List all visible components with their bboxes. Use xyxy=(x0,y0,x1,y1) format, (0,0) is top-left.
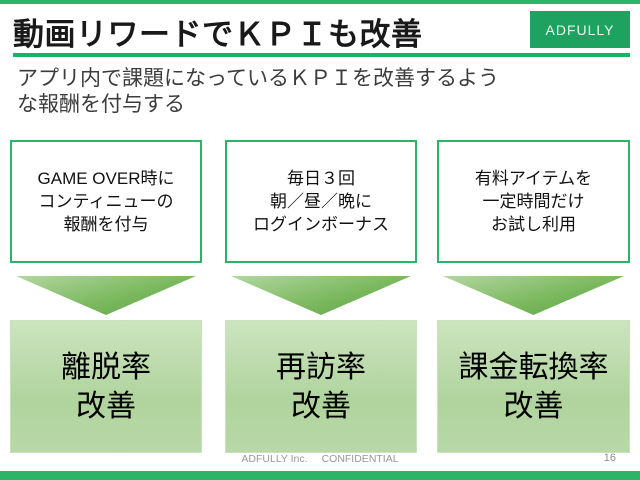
adfully-logo-text: ADFULLY xyxy=(545,21,615,38)
down-arrow-icon xyxy=(443,276,624,315)
result-line: 改善 xyxy=(291,389,351,423)
footer-confidential: CONFIDENTIAL xyxy=(321,453,399,465)
result-line: 改善 xyxy=(76,389,136,423)
down-arrow-icon xyxy=(231,276,411,315)
footer-company: ADFULLY Inc. xyxy=(241,453,308,465)
result-box-churn: 離脱率 改善 xyxy=(10,320,202,453)
tactic-line: コンティニューの xyxy=(38,192,174,211)
tactic-line: ログインボーナス xyxy=(253,215,389,234)
result-line: 課金転換率 xyxy=(458,350,609,384)
tactic-line: 有料アイテムを xyxy=(474,169,593,188)
result-box-revisit: 再訪率 改善 xyxy=(225,320,417,453)
down-arrow-icon xyxy=(16,276,196,315)
top-accent-bar xyxy=(0,0,640,4)
page-number: 16 xyxy=(603,452,616,464)
lead-line-2: な報酬を付与する xyxy=(17,93,185,116)
title-underline xyxy=(13,53,630,57)
footer-text: ADFULLY Inc. CONFIDENTIAL xyxy=(0,453,640,465)
result-line: 改善 xyxy=(503,389,564,423)
result-line: 離脱率 xyxy=(61,350,151,384)
tactic-box-login-bonus: 毎日３回 朝／昼／晩に ログインボーナス xyxy=(225,140,417,263)
adfully-logo: ADFULLY xyxy=(530,11,630,48)
result-box-conversion: 課金転換率 改善 xyxy=(437,320,630,453)
tactic-box-continue: GAME OVER時に コンティニューの 報酬を付与 xyxy=(10,140,202,263)
tactic-line: 毎日３回 xyxy=(287,169,355,188)
tactic-line: 報酬を付与 xyxy=(63,215,149,234)
bottom-accent-bar xyxy=(0,471,640,480)
tactic-box-item-trial: 有料アイテムを 一定時間だけ お試し利用 xyxy=(437,140,630,263)
tactic-line: GAME OVER時に xyxy=(37,169,175,188)
lead-line-1: アプリ内で課題になっているＫＰＩを改善するよう xyxy=(17,67,499,90)
tactic-line: 一定時間だけ xyxy=(482,192,585,211)
tactic-line: お試し利用 xyxy=(491,215,576,234)
slide-title: 動画リワードでＫＰＩも改善 xyxy=(13,16,423,52)
lead-paragraph: アプリ内で課題になっているＫＰＩを改善するよう な報酬を付与する xyxy=(17,66,629,118)
tactic-line: 朝／昼／晩に xyxy=(270,192,372,211)
result-line: 再訪率 xyxy=(276,350,366,384)
